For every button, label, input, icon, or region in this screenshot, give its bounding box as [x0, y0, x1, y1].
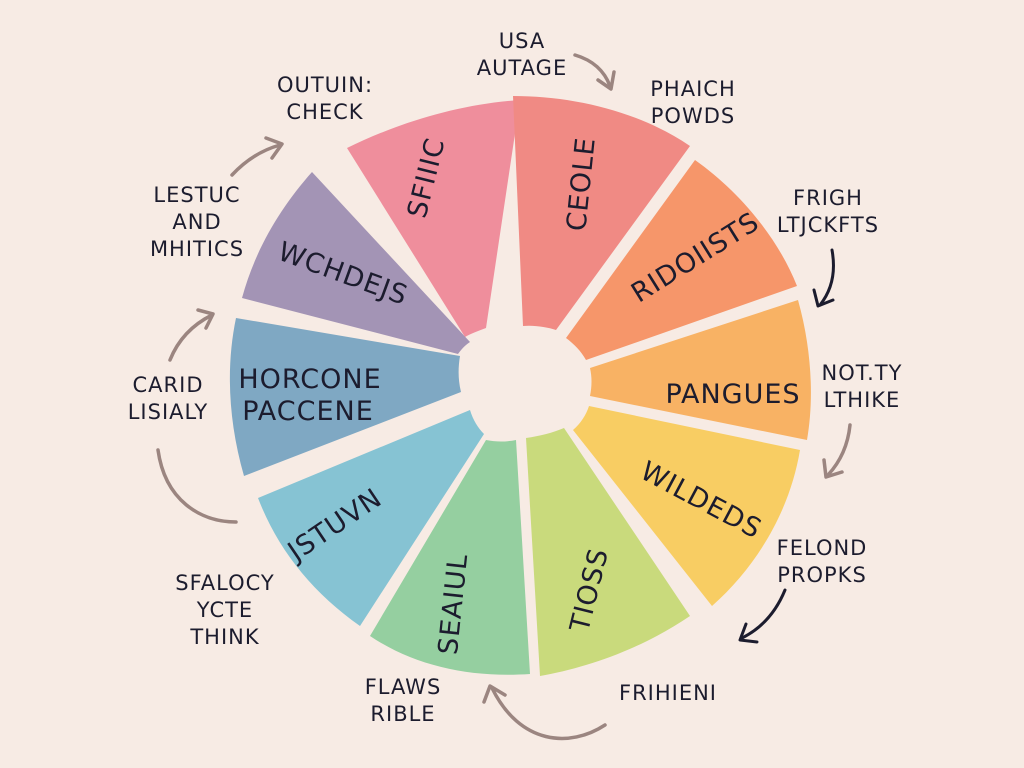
- outer-label-line: FRIGH: [793, 186, 863, 210]
- outer-label-line: OUTUIN:: [277, 73, 373, 97]
- arrow-left-lower: [156, 448, 238, 524]
- outer-label-line: POWDS: [651, 104, 735, 128]
- outer-label-line: FRIHIENI: [619, 681, 717, 705]
- outer-label-line: USA: [499, 29, 545, 53]
- outer-label-line: NOT.TY: [822, 361, 903, 385]
- outer-label-line: CHECK: [286, 100, 363, 124]
- segment-label-9-line-1: HORCONE: [238, 364, 381, 395]
- segment-1: [347, 100, 520, 337]
- outer-label-8: SFALOCY YCTE THINK: [175, 571, 274, 649]
- outer-label-10: LESTUC AND MHITICS: [150, 183, 244, 261]
- outer-label-line: YCTE: [196, 598, 253, 622]
- outer-label-5: FELOND PROPKS: [777, 536, 868, 587]
- outer-label-line: PROPKS: [777, 563, 867, 587]
- outer-label-1: USA AUTAGE: [477, 29, 567, 80]
- outer-label-line: RIBLE: [370, 702, 435, 726]
- segment-10: [242, 172, 470, 354]
- outer-label-line: THINK: [189, 625, 260, 649]
- outer-label-line: LTHIKE: [824, 388, 901, 412]
- outer-label-line: LISIALY: [128, 400, 209, 424]
- segment-3: [566, 160, 797, 360]
- outer-label-11: OUTUIN: CHECK: [277, 73, 373, 124]
- arrow-right-lower: [822, 423, 852, 479]
- outer-label-line: AUTAGE: [477, 56, 567, 80]
- segment-label-9: HORCONE PACCENE: [238, 364, 381, 427]
- outer-label-line: FLAWS: [365, 675, 442, 699]
- segment-9: [229, 318, 461, 476]
- segment-label-9-line-2: PACCENE: [242, 396, 374, 427]
- outer-label-line: LTJCKFTS: [777, 213, 879, 237]
- outer-label-line: FELOND: [777, 536, 868, 560]
- arrow-top: [573, 53, 616, 91]
- outer-label-7: FLAWS RIBLE: [365, 675, 442, 726]
- arrow-top-left: [230, 136, 284, 177]
- outer-label-6: FRIHIENI: [619, 681, 717, 705]
- outer-label-line: LESTUC: [153, 183, 240, 207]
- outer-label-9: CARID LISIALY: [128, 373, 209, 424]
- outer-label-line: PHAICH: [650, 77, 735, 101]
- arrow-right-upper: [812, 248, 835, 308]
- segment-6: [526, 428, 690, 676]
- arrow-left-upper: [168, 308, 215, 362]
- outer-label-line: AND: [172, 210, 221, 234]
- wheel: [229, 96, 811, 676]
- outer-label-line: CARID: [133, 373, 204, 397]
- segment-4: [590, 300, 811, 440]
- segment-7: [370, 440, 530, 675]
- cycle-arrows: [156, 53, 852, 741]
- arrow-bottom-right: [738, 588, 787, 644]
- outer-label-3: FRIGH LTJCKFTS: [777, 186, 879, 237]
- segment-5: [573, 406, 800, 606]
- outer-label-line: MHITICS: [150, 237, 244, 261]
- segment-8: [258, 410, 484, 626]
- outer-label-4: NOT.TY LTHIKE: [822, 361, 903, 412]
- outer-label-2: PHAICH POWDS: [650, 77, 735, 128]
- outer-labels: USA AUTAGE PHAICH POWDS FRIGH LTJCKFTS NOT.…: [128, 29, 903, 726]
- arrow-bottom: [482, 684, 607, 741]
- segment-2: [513, 96, 690, 330]
- outer-label-line: SFALOCY: [175, 571, 274, 595]
- segment-label-4: PANGUES: [665, 379, 800, 410]
